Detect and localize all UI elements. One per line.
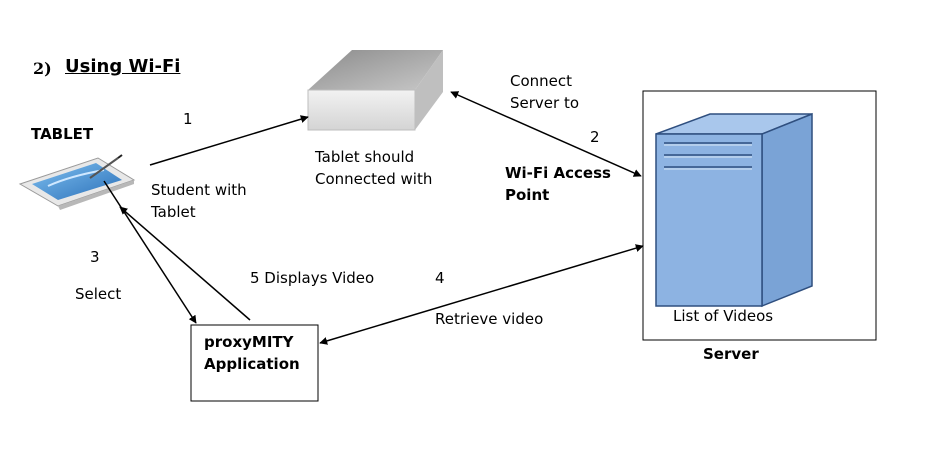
server-list-label: List of Videos: [673, 307, 774, 325]
step-2-text-line1: Connect: [510, 72, 573, 90]
arrow-tablet-to-access-point: [149, 115, 309, 166]
tablet-caption-line1: Student with: [151, 181, 247, 199]
server-icon: [655, 112, 813, 308]
tablet-icon: [18, 154, 136, 210]
step-3-text: Select: [75, 285, 122, 303]
section-title: Using Wi-Fi: [65, 56, 181, 77]
arrow-access-point-server: [450, 91, 642, 177]
step-4-text: Retrieve video: [435, 310, 544, 328]
access-point-icon: [307, 50, 443, 131]
access-point-note-line2: Connected with: [315, 170, 433, 188]
access-point-label-line2: Point: [505, 186, 550, 204]
step-5-text: 5 Displays Video: [250, 269, 375, 287]
server-caption: Server: [703, 345, 759, 363]
step-2-number: 2: [590, 128, 600, 146]
arrow-application-server: [319, 244, 644, 345]
access-point-note-line1: Tablet should: [315, 148, 415, 166]
step-2-text-line2: Server to: [510, 94, 580, 112]
step-1-number: 1: [183, 110, 193, 128]
tablet-caption-line2: Tablet: [151, 203, 196, 221]
access-point-label-line1: Wi-Fi Access: [505, 164, 611, 182]
section-number: 2): [33, 59, 52, 78]
tablet-title: TABLET: [31, 125, 94, 143]
arrow-tablet-to-application: [103, 180, 197, 324]
application-box: [190, 324, 319, 402]
arrow-application-to-tablet: [119, 206, 251, 321]
application-label-line2: Application: [204, 355, 300, 373]
application-label-line1: proxyMITY: [204, 333, 294, 351]
step-4-number: 4: [435, 269, 445, 287]
step-3-number: 3: [90, 248, 100, 266]
